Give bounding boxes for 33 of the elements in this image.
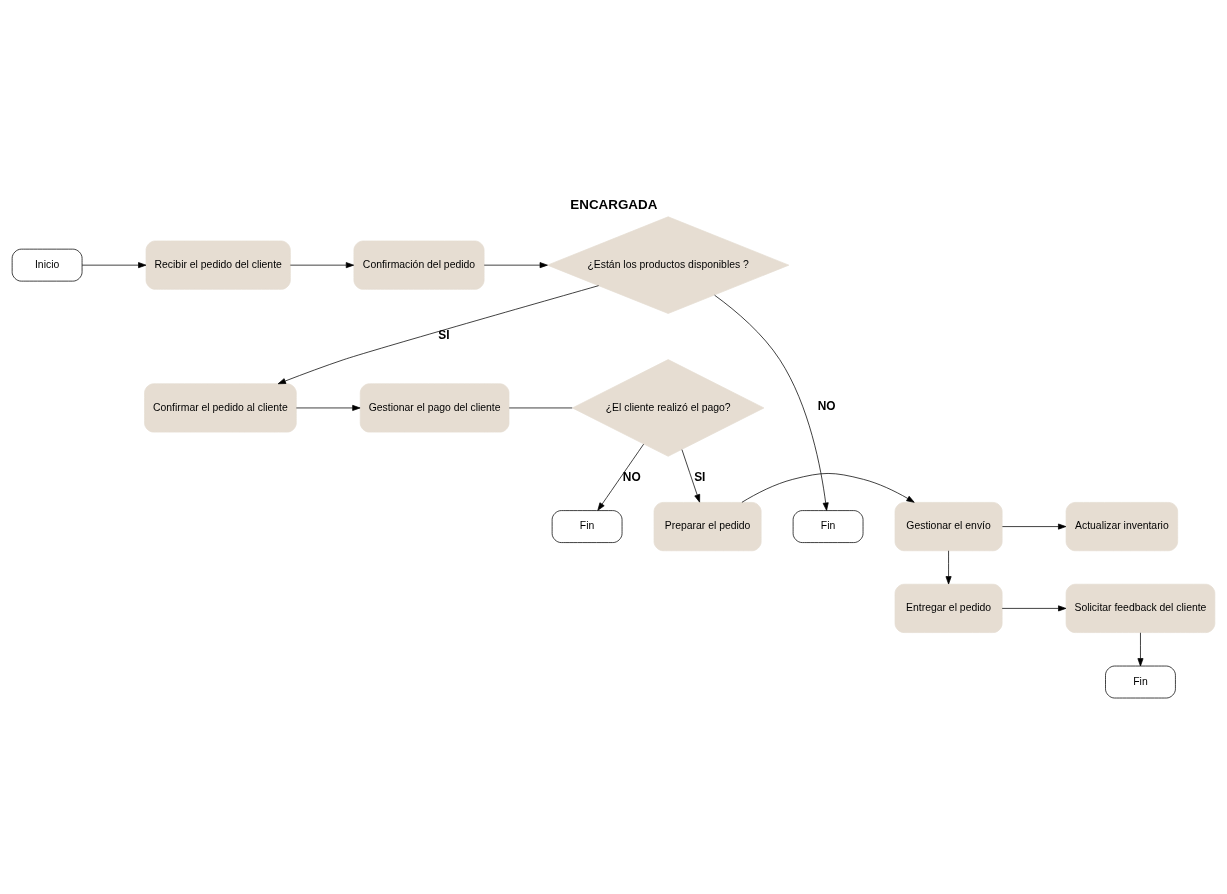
arrow xyxy=(681,449,701,503)
arrow xyxy=(597,443,644,511)
arrow xyxy=(945,550,952,585)
node-box: Solicitar feedback del cliente xyxy=(1065,583,1216,633)
arrow xyxy=(483,262,548,269)
arrow xyxy=(277,285,599,385)
arrow xyxy=(1001,605,1067,612)
node-box: Confirmar el pedido al cliente xyxy=(144,383,297,433)
arrow xyxy=(296,405,361,411)
edge-label: SI xyxy=(438,327,450,342)
node-box: Entregar el pedido xyxy=(894,583,1003,633)
node-box: Confirmación del pedido xyxy=(353,240,485,290)
edge-label: NO xyxy=(622,470,641,485)
node-box: Gestionar el pago del cliente xyxy=(359,383,510,433)
node-diamond: ¿Están los productos disponibles ? xyxy=(547,216,790,314)
node-box: Fin xyxy=(1105,665,1176,699)
node-box: Fin xyxy=(792,510,864,543)
arrow xyxy=(741,473,915,503)
arrow xyxy=(1137,632,1144,667)
arrow xyxy=(714,294,829,511)
edge-label: NO xyxy=(817,399,836,414)
node-box: Gestionar el envío xyxy=(894,502,1003,552)
diagram-title: ENCARGADA xyxy=(570,196,658,212)
node-box: Actualizar inventario xyxy=(1065,502,1179,552)
arrow xyxy=(1002,523,1067,530)
arrow xyxy=(81,262,147,269)
node-box: Recibir el pedido del cliente xyxy=(145,240,291,290)
node-diamond: ¿El cliente realizó el pago? xyxy=(572,359,765,457)
node-box: Inicio xyxy=(11,248,83,282)
node-box: Fin xyxy=(551,510,623,543)
arrow xyxy=(290,262,355,269)
node-box: Preparar el pedido xyxy=(653,502,762,552)
edge-label: SI xyxy=(694,470,706,485)
